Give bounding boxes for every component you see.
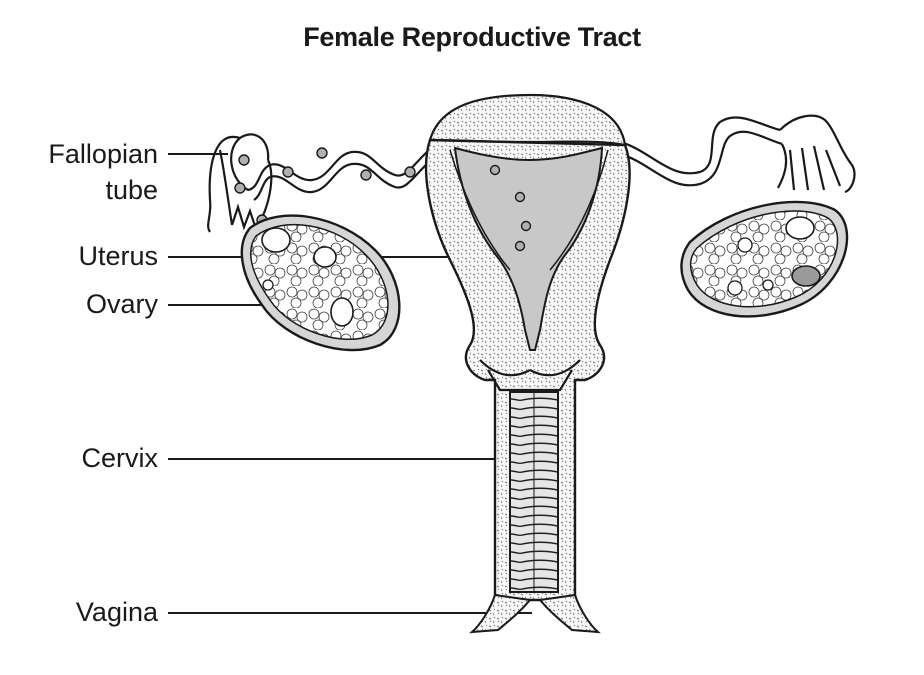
follicle: [785, 216, 815, 240]
follicle: [262, 279, 274, 291]
ovum-dot: [234, 182, 246, 194]
label-ovary: Ovary: [85, 289, 158, 319]
released-ovum: [261, 227, 291, 253]
uterus-fundus: [428, 93, 627, 147]
ovum-dot: [520, 220, 532, 232]
follicle: [762, 279, 774, 291]
cervix-shoulders: [479, 359, 581, 392]
label-fallopian-line2: tube: [105, 175, 158, 205]
follicle: [727, 280, 743, 296]
ovum-dot: [404, 166, 416, 178]
ovum-dot: [514, 191, 526, 203]
uterus-ova-path: [489, 164, 532, 252]
vaginal-opening: [469, 593, 601, 634]
ovum-dot: [489, 164, 501, 176]
label-vagina: Vagina: [75, 597, 158, 627]
follicle: [737, 237, 753, 253]
follicle: [313, 246, 337, 268]
right-fallopian-tube: [619, 114, 856, 194]
left-tube-ova: [234, 145, 456, 226]
ovum-dot: [514, 240, 526, 252]
vaginal-canal: [509, 391, 559, 593]
diagram-title: Female Reproductive Tract: [303, 22, 641, 52]
ovum-dot: [282, 166, 294, 178]
label-fallopian-line1: Fallopian: [48, 139, 158, 169]
ovum-dot: [238, 154, 250, 166]
uterine-cavity: [449, 146, 609, 351]
corpus-luteum: [791, 265, 821, 287]
ovum-dot: [316, 147, 328, 159]
label-fallopian-tube: Fallopian tube: [20, 136, 158, 208]
label-cervix: Cervix: [81, 443, 158, 473]
left-fallopian-tube: [207, 133, 446, 233]
right-ovary: [680, 200, 849, 318]
ovum-dot: [360, 169, 372, 181]
left-ovary: [240, 214, 401, 352]
follicle: [330, 297, 354, 327]
label-uterus: Uterus: [78, 241, 158, 271]
